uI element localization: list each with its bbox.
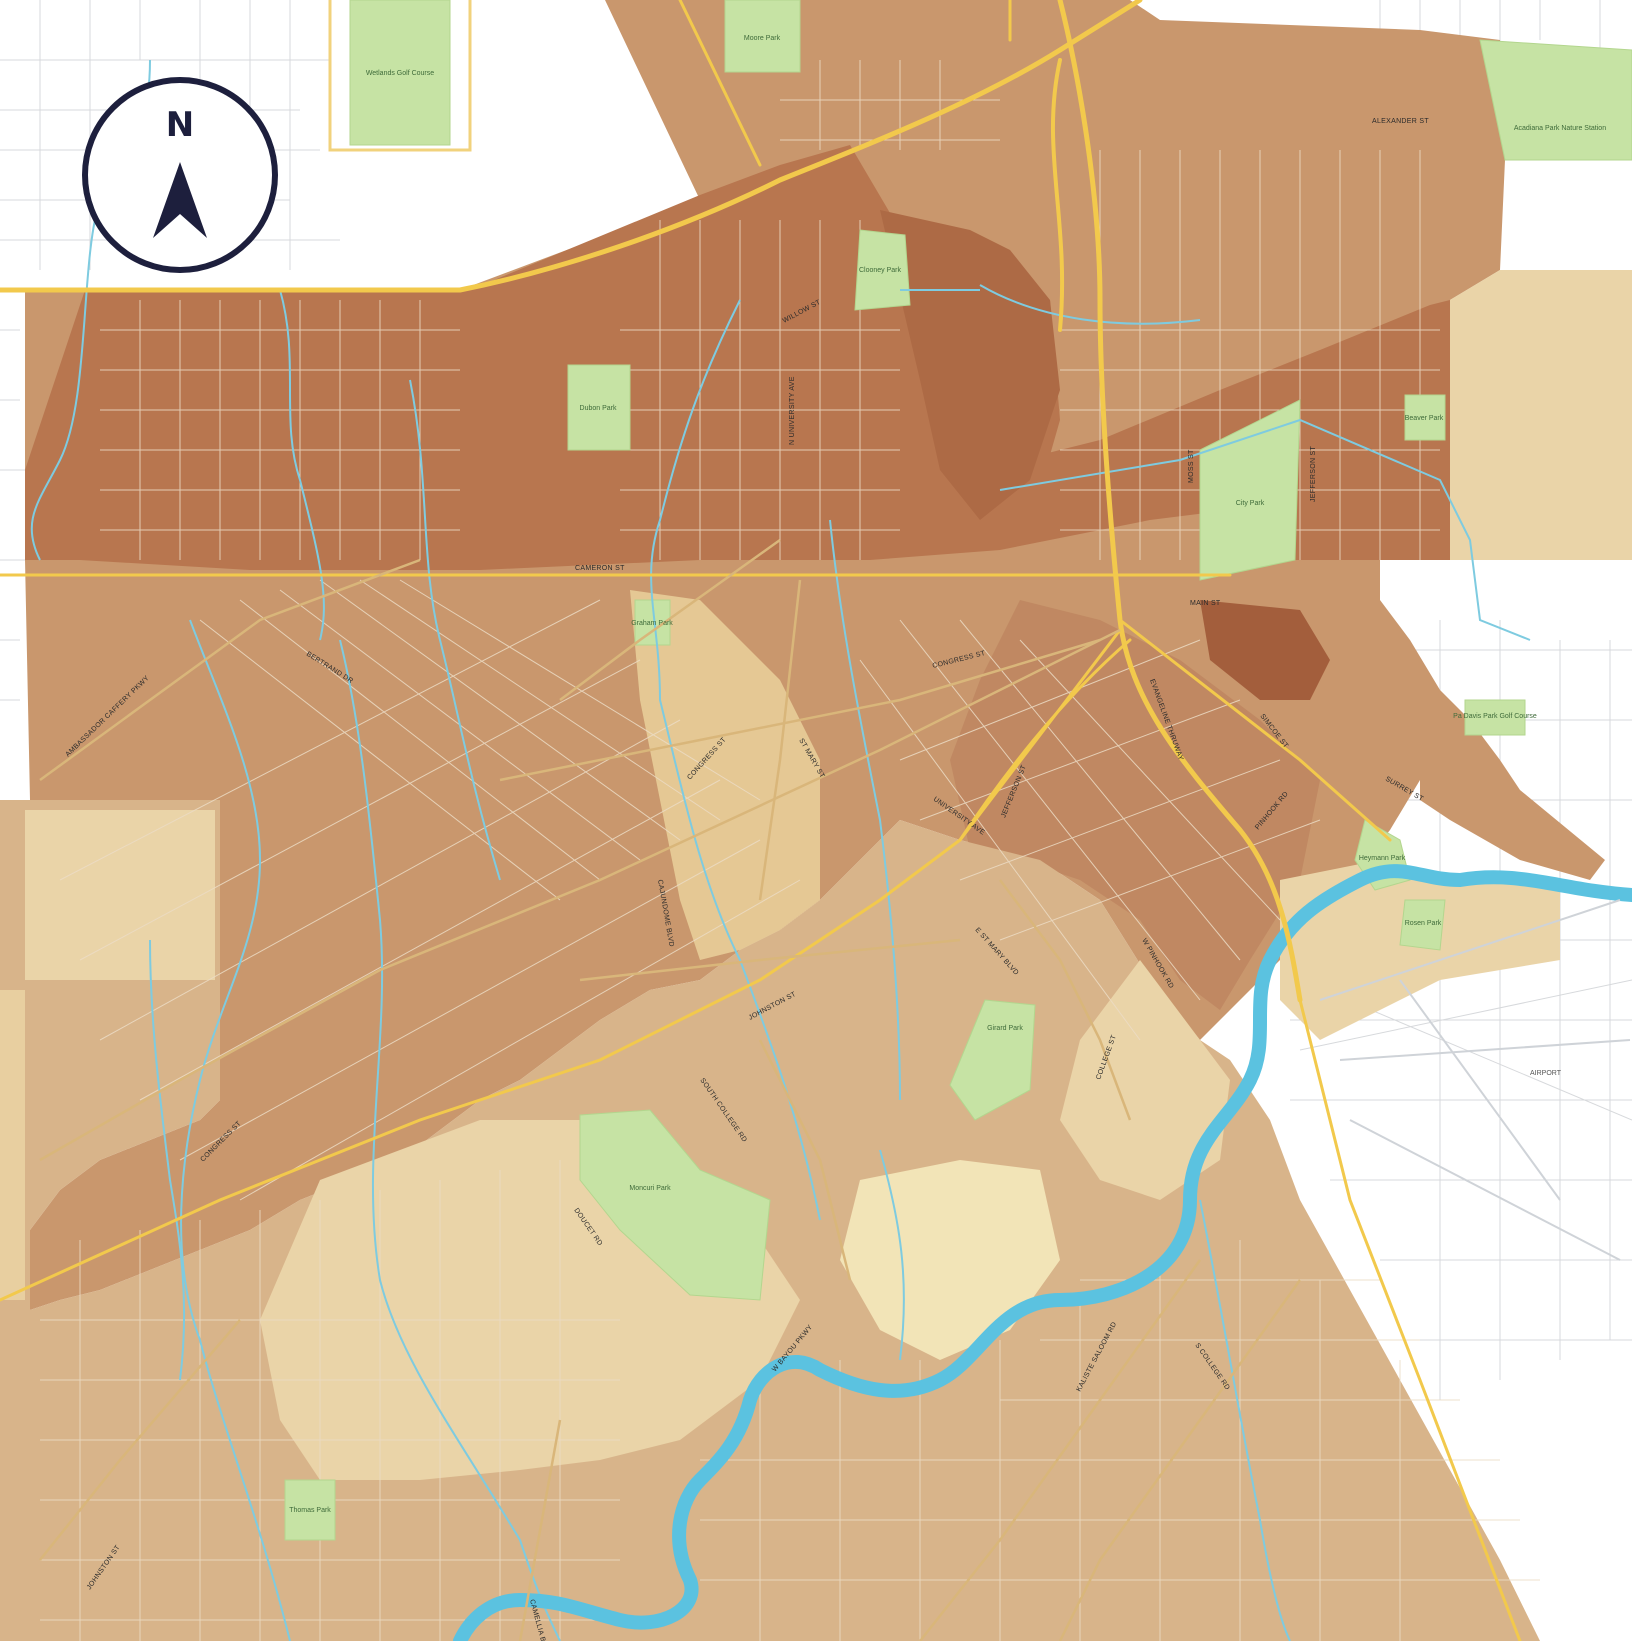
park-girard <box>949 999 1036 1121</box>
zone-pale-southeast <box>1060 960 1230 1200</box>
zone-pale-east <box>1450 270 1632 560</box>
park-label-pa-davis: Pa Davis Park Golf Course <box>1453 713 1537 720</box>
park-label-city: City Park <box>1236 500 1265 507</box>
creeks <box>30 59 1531 1641</box>
zone-central-dark <box>880 210 1060 520</box>
zone-pale-west <box>25 810 215 980</box>
park-label-moncuri: Moncuri Park <box>629 1185 671 1192</box>
park-label-acadiana: Acadiana Park Nature Station <box>1514 125 1606 132</box>
park-label-dubon: Dubon Park <box>580 405 617 412</box>
street-label-main: MAIN ST <box>1190 600 1221 607</box>
major-roads <box>39 538 1302 1641</box>
zone-north-dark <box>25 145 1450 570</box>
park-label-moore: Moore Park <box>744 35 781 42</box>
compass-north-label: N <box>166 105 194 145</box>
north-arrow-icon <box>153 162 207 238</box>
park-beaver <box>1404 394 1446 441</box>
park-thomas <box>284 1479 336 1541</box>
park-label-golf: Wetlands Golf Course <box>366 70 434 77</box>
airport-runways <box>1319 899 1631 1261</box>
street-label-alexander: ALEXANDER ST <box>1372 118 1429 125</box>
vermilion-river <box>453 864 1632 1641</box>
park-golf <box>349 0 451 146</box>
park-rosen <box>1399 899 1446 951</box>
park-dubon <box>567 364 631 451</box>
street-label-jefferson: JEFFERSON ST <box>1310 445 1317 502</box>
zone-pale-center <box>630 590 820 960</box>
zone-downtown-darker <box>1200 600 1330 700</box>
park-label-clooney: Clooney Park <box>859 267 902 274</box>
street-label-cameron: CAMERON ST <box>575 565 625 572</box>
park-label-graham: Graham Park <box>631 620 673 627</box>
park-labels: Moore Park Wetlands Golf Course Acadiana… <box>289 35 1606 1514</box>
street-label-moss: MOSS ST <box>1188 449 1195 483</box>
highways <box>0 0 1522 1641</box>
park-acadiana <box>1479 39 1632 161</box>
street-label-evangeline: N UNIVERSITY AVE <box>789 376 796 445</box>
park-label-rosen: Rosen Park <box>1405 920 1442 927</box>
park-label-thomas: Thomas Park <box>289 1507 331 1514</box>
park-label-heymann: Heymann Park <box>1359 855 1406 862</box>
park-moncuri <box>579 1109 771 1301</box>
zone-pale-far-west <box>0 990 25 1300</box>
park-clooney <box>854 229 911 311</box>
place-label-airport: AIRPORT <box>1530 1070 1562 1077</box>
park-label-girard: Girard Park <box>987 1025 1023 1032</box>
north-compass: N <box>82 77 278 273</box>
parks <box>284 0 1632 1541</box>
park-label-beaver: Beaver Park <box>1405 415 1444 422</box>
park-pa-davis <box>1464 699 1526 736</box>
zone-pale-airport-edge <box>1280 860 1560 1040</box>
park-moore <box>724 0 801 73</box>
